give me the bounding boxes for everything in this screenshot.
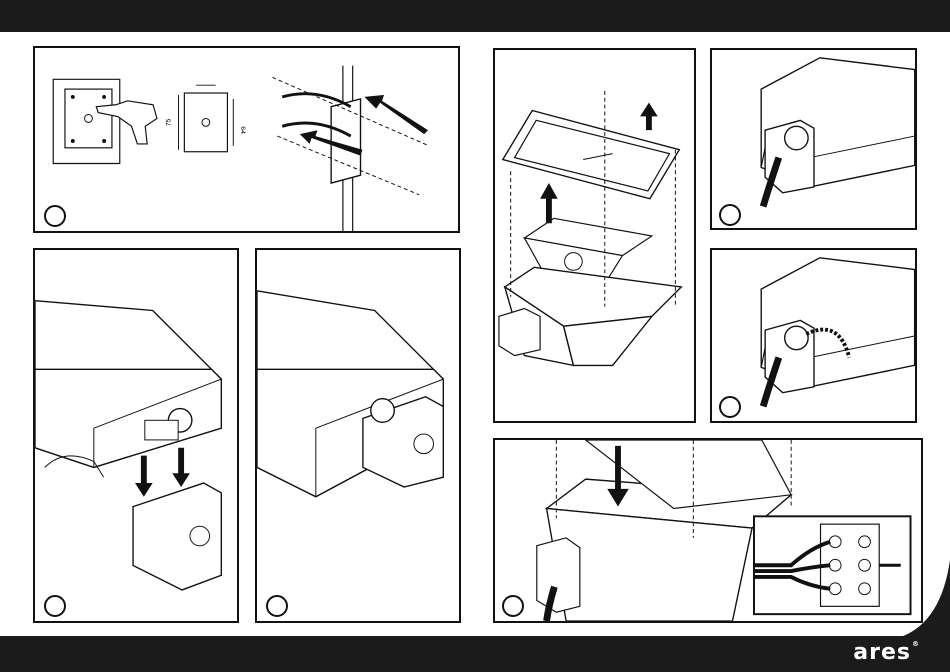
footer-bar <box>0 636 950 672</box>
terminal-wiring-illustration <box>495 440 921 621</box>
step-number-badge <box>502 595 524 617</box>
step-number-badge <box>44 595 66 617</box>
panel-wall-mounting: 75 64 <box>33 46 460 233</box>
remove-bracket-illustration <box>35 250 237 621</box>
dimension-label-height: 75 <box>166 118 173 126</box>
brand-registered-mark: ® <box>912 640 920 648</box>
step-number-badge <box>44 205 66 227</box>
cable-gland-illustration <box>712 50 915 228</box>
step-number-badge <box>266 595 288 617</box>
panel-cable-gland <box>710 48 917 230</box>
panel-terminal-wiring <box>493 438 923 623</box>
cable-routing-illustration <box>712 250 915 421</box>
panel-exploded-housing <box>493 48 696 423</box>
exploded-housing-illustration <box>495 50 694 421</box>
wall-mounting-illustration: 75 64 <box>35 48 458 231</box>
step-number-badge <box>719 396 741 418</box>
brand-logo: ares® <box>853 640 920 665</box>
header-bar <box>0 0 950 32</box>
bracket-mounted-illustration <box>257 250 459 621</box>
panel-remove-bracket <box>33 248 239 623</box>
panel-bracket-mounted <box>255 248 461 623</box>
panel-cable-routing <box>710 248 917 423</box>
dimension-label-width: 64 <box>239 126 246 134</box>
step-number-badge <box>719 204 741 226</box>
brand-name: ares <box>853 640 911 665</box>
page-corner-curve <box>890 560 950 640</box>
